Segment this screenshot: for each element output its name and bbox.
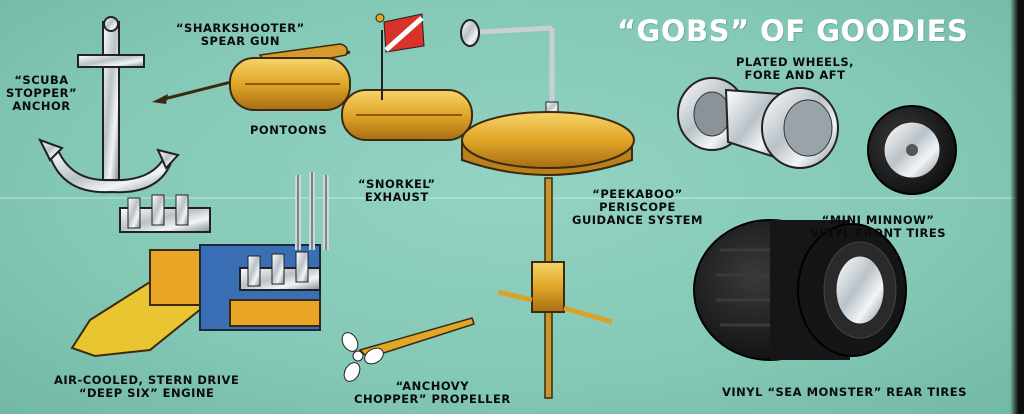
headline: “GOBS” OF GOODIES	[617, 14, 969, 48]
box-edge-shadow	[1010, 0, 1024, 414]
propeller-label: “ANCHOVY CHOPPER” PROPELLER	[354, 379, 511, 406]
box-fold-line	[0, 197, 1024, 199]
engine	[70, 172, 329, 358]
front-tires-label: “MINI MINNOW” VINYL FRONT TIRES	[810, 213, 947, 240]
rear-tires-label: VINYL “SEA MONSTER” REAR TIRES	[722, 385, 967, 399]
periscope	[460, 19, 635, 399]
plated-wheels	[677, 77, 957, 195]
propeller	[341, 317, 475, 382]
spear-gun-label: “SHARKSHOOTER” SPEAR GUN	[176, 21, 305, 48]
engine-label: AIR-COOLED, STERN DRIVE “DEEP SIX” ENGIN…	[54, 373, 240, 400]
pontoons-label: PONTOONS	[250, 123, 328, 137]
plated-wheels-label: PLATED WHEELS, FORE AND AFT	[736, 55, 855, 82]
snorkel-label: “SNORKEL” EXHAUST	[358, 177, 436, 204]
periscope-label: “PEEKABOO” PERISCOPE GUIDANCE SYSTEM	[572, 187, 703, 227]
rear-tires	[693, 219, 907, 361]
anchor-label: “SCUBA STOPPER” ANCHOR	[6, 73, 78, 113]
scuba-anchor	[37, 16, 180, 194]
pontoons	[229, 13, 473, 141]
